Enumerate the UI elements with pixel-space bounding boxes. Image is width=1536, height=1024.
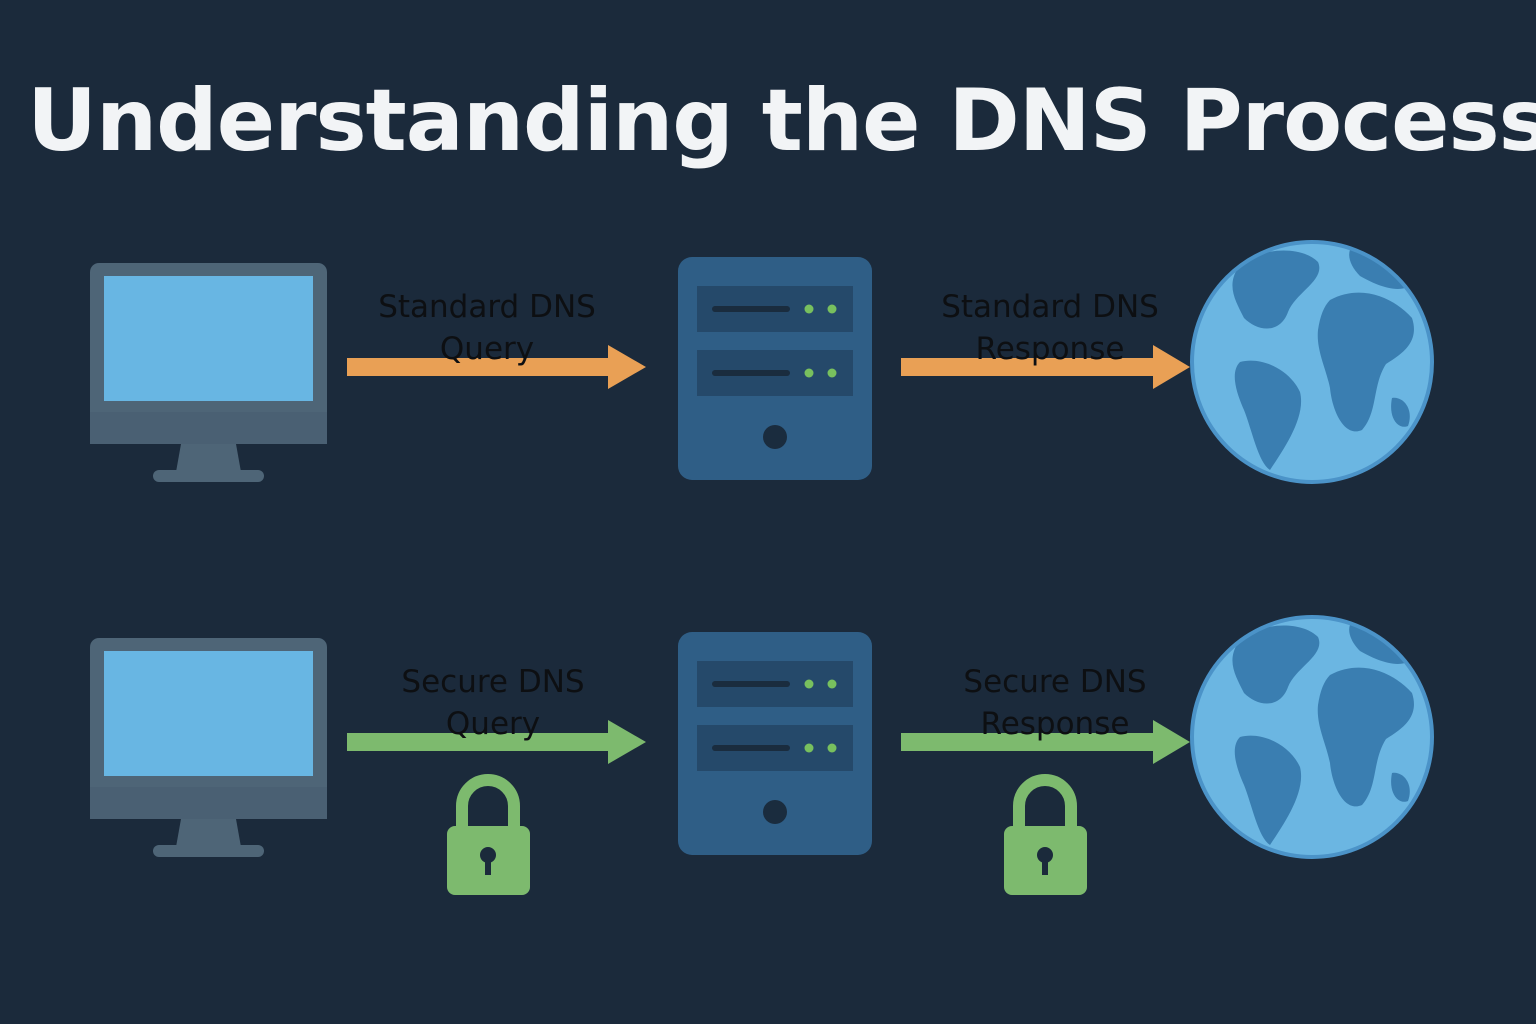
client-computer-icon (90, 638, 327, 857)
secure-query-label-line-2: Query (445, 706, 541, 742)
standard-response-label-line-1: Standard DNS (941, 289, 1159, 325)
dns-server-icon (678, 257, 872, 480)
secure-response-label: Secure DNS Response (905, 661, 1205, 745)
standard-response-label-line-2: Response (975, 331, 1125, 367)
client-computer-icon (90, 263, 327, 482)
standard-response-label: Standard DNS Response (900, 286, 1200, 370)
diagram-title: Understanding the DNS Process (27, 71, 1536, 171)
secure-query-arrow (347, 720, 646, 764)
standard-query-label-line-2: Query (439, 331, 535, 367)
standard-query-label: Standard DNS Query (337, 286, 637, 370)
lock-icon (447, 774, 530, 895)
globe-icon (1190, 615, 1434, 859)
secure-response-label-line-1: Secure DNS (963, 664, 1147, 700)
secure-query-label: Secure DNS Query (343, 661, 643, 745)
response-arrow (901, 345, 1190, 389)
secure-response-label-line-2: Response (980, 706, 1130, 742)
dns-server-icon (678, 632, 872, 855)
secure-query-label-line-1: Secure DNS (401, 664, 585, 700)
secure-response-arrow (901, 720, 1190, 764)
globe-icon (1190, 240, 1434, 484)
lock-icon (1004, 774, 1087, 895)
standard-query-label-line-1: Standard DNS (378, 289, 596, 325)
query-arrow (347, 345, 646, 389)
